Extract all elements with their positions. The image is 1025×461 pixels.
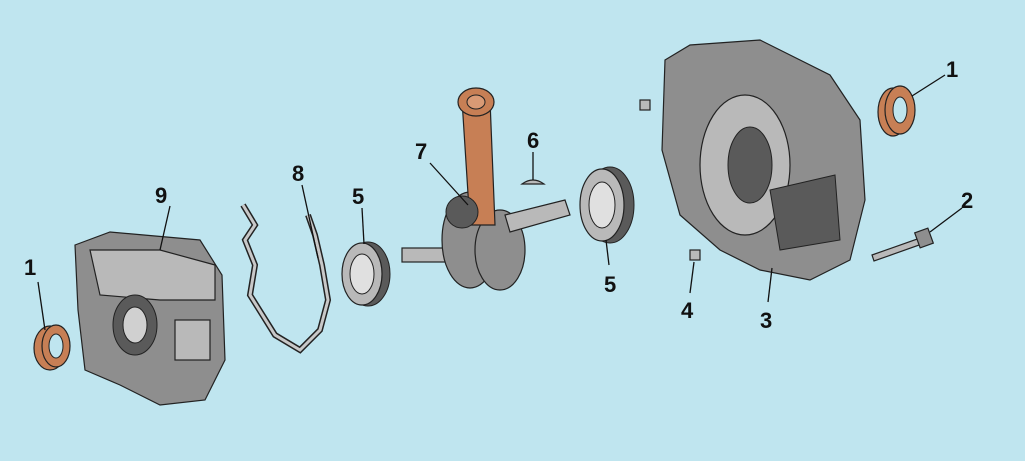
callout-3: 3 <box>760 308 772 333</box>
left-bearing <box>341 241 391 307</box>
gasket <box>240 203 332 354</box>
right-crankcase <box>661 39 866 281</box>
callout-2: 2 <box>961 188 973 213</box>
leader-line <box>301 184 319 259</box>
callout-1-right: 1 <box>946 57 958 82</box>
right-bearing <box>579 166 635 244</box>
callout-9: 9 <box>155 183 167 208</box>
leader-line <box>159 205 171 251</box>
callout-1-left: 1 <box>24 255 36 280</box>
bolt <box>871 227 935 262</box>
leader-line <box>767 267 773 303</box>
leader-line <box>37 281 46 331</box>
left-crankcase <box>74 231 226 406</box>
callout-7: 7 <box>415 139 427 164</box>
leader-line <box>361 207 365 245</box>
callout-8: 8 <box>292 161 304 186</box>
callout-4: 4 <box>681 298 694 323</box>
leader-line <box>911 74 946 97</box>
leader-line <box>929 207 963 233</box>
woodruff-key <box>520 179 546 185</box>
left-oil-seal <box>33 324 71 371</box>
leader-line <box>689 261 695 294</box>
dowel-pins <box>639 99 701 261</box>
callout-5-right: 5 <box>604 272 616 297</box>
leader-line <box>429 162 469 206</box>
callout-6: 6 <box>527 128 539 153</box>
crankshaft <box>401 87 571 291</box>
right-oil-seal <box>877 85 916 137</box>
leader-line <box>605 239 610 266</box>
callout-5-left: 5 <box>352 184 364 209</box>
